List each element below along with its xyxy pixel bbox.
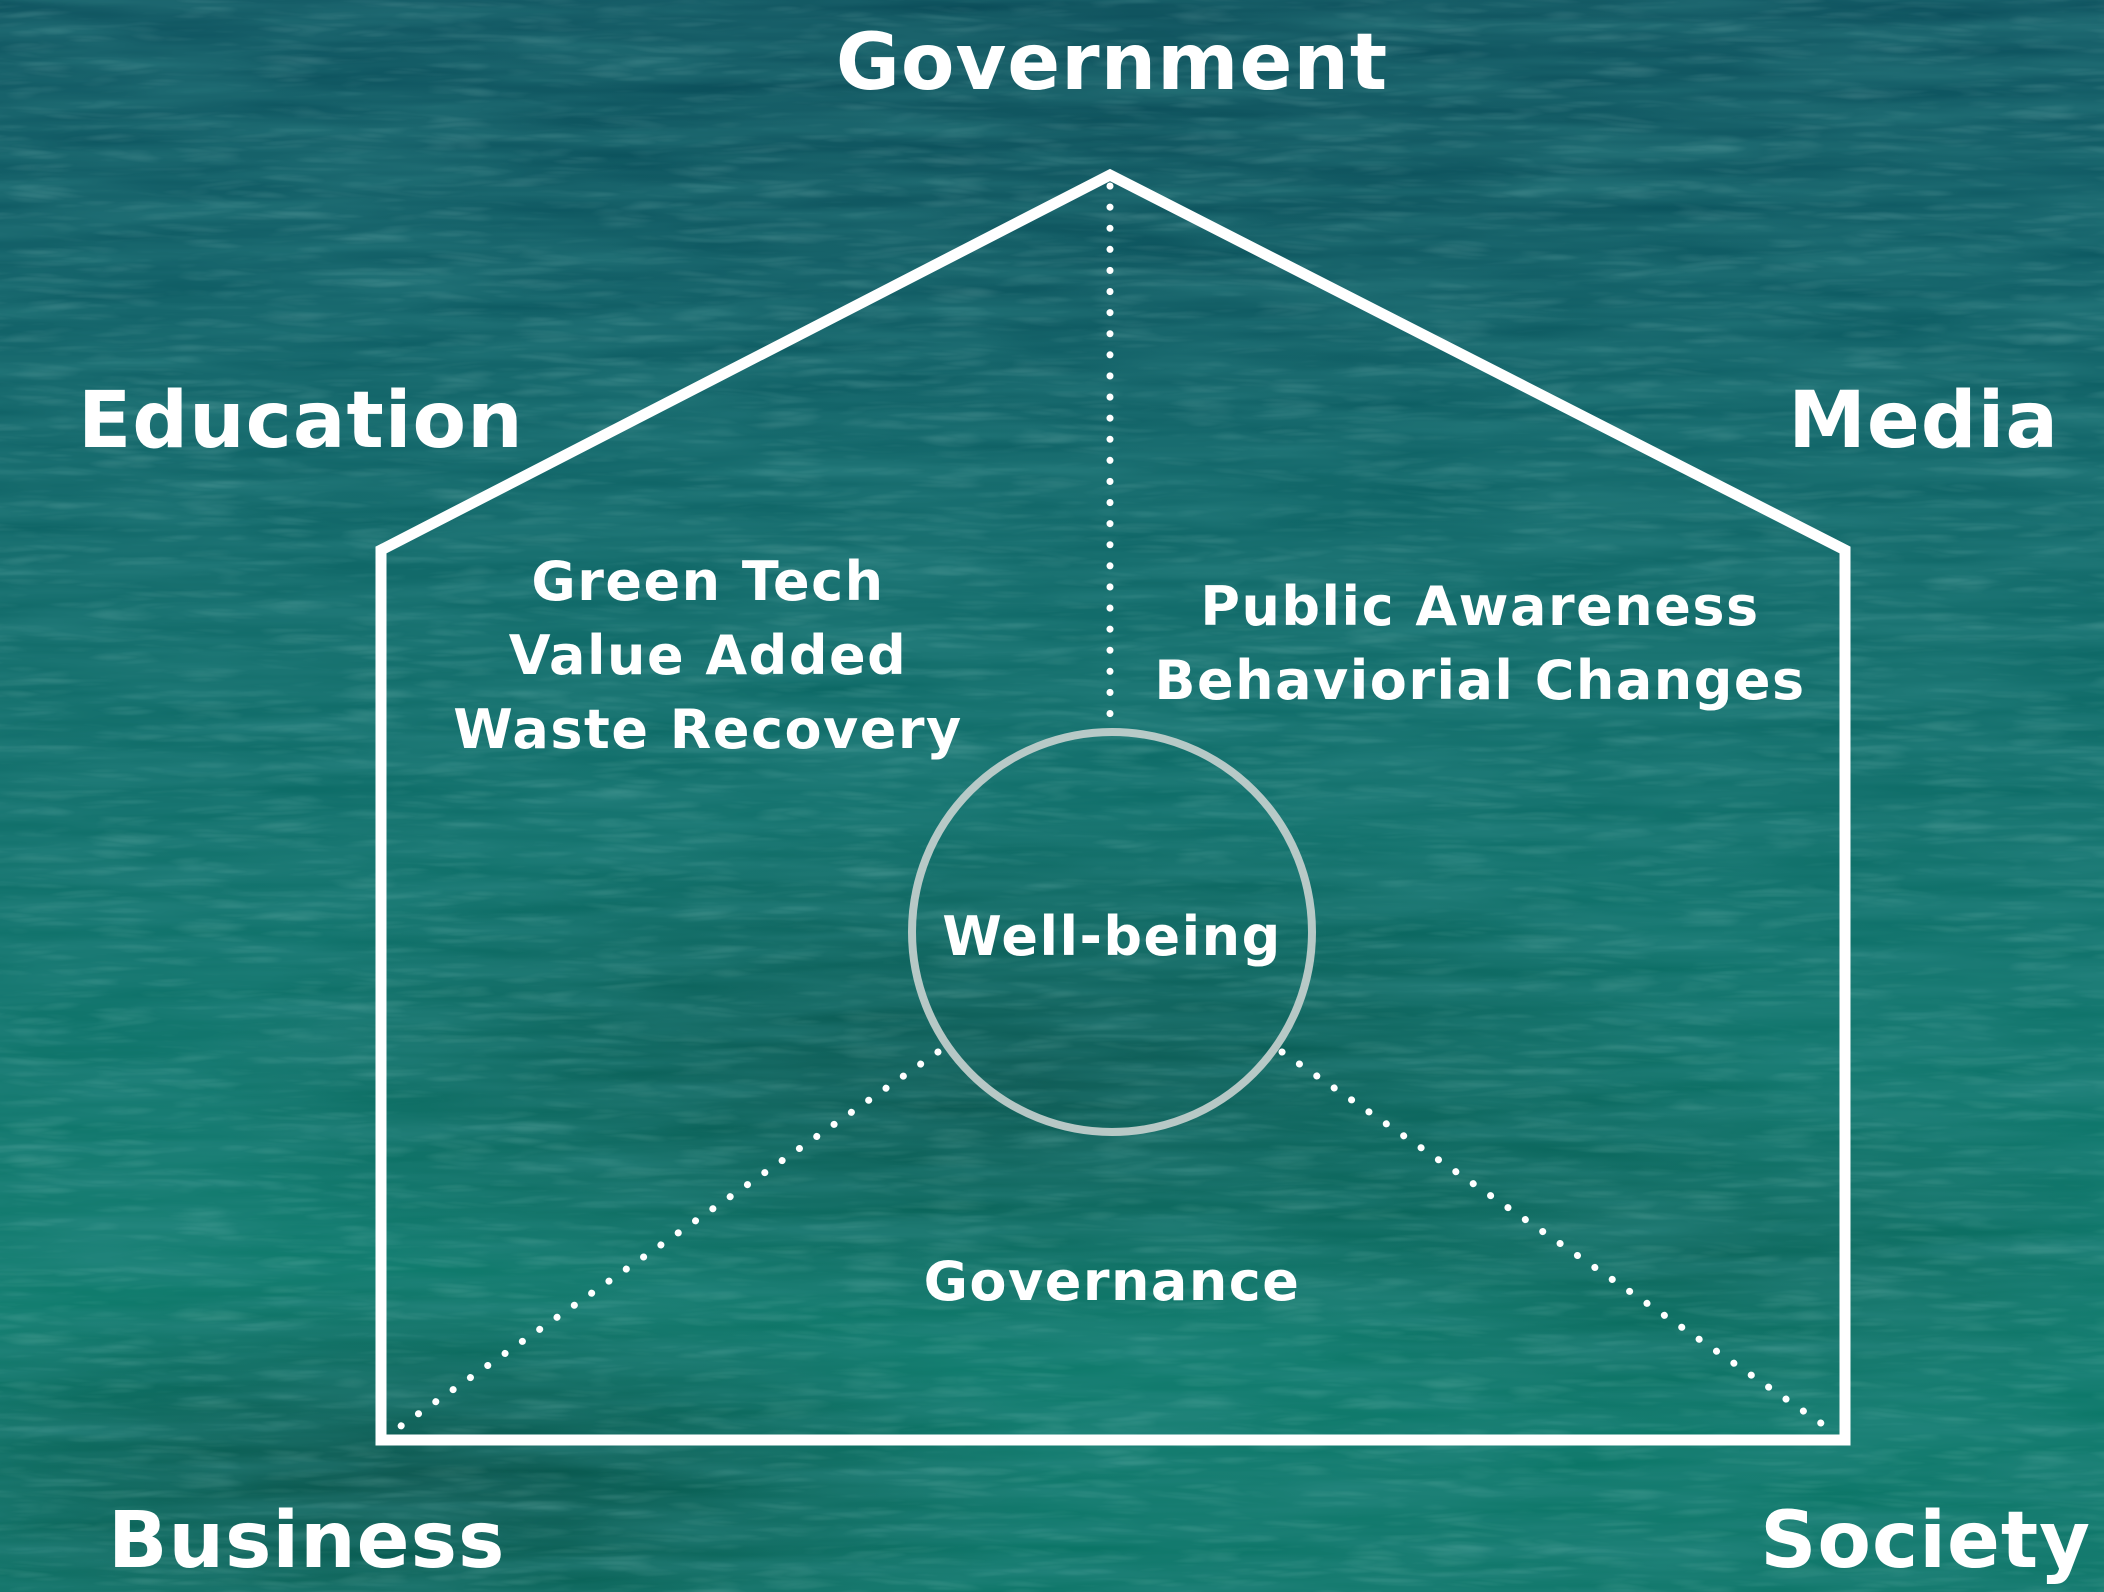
stakeholder-society: Society	[1760, 1496, 2091, 1586]
wellbeing-text: Well-being	[942, 905, 1282, 968]
stakeholder-business: Business	[108, 1496, 506, 1586]
wellbeing-circle	[908, 728, 1316, 1136]
section-right-line: Public Awareness	[1200, 575, 1760, 638]
stakeholder-government: Government	[835, 18, 1389, 108]
section-right-line: Behaviorial Changes	[1154, 649, 1806, 712]
stakeholder-education: Education	[78, 376, 524, 466]
house-outline	[375, 168, 1851, 1446]
governance-text: Governance	[923, 1250, 1301, 1313]
section-left-line: Value Added	[508, 624, 908, 687]
stakeholder-media: Media	[1788, 376, 2059, 466]
divider-lower-left	[394, 1048, 942, 1432]
section-left-line: Green Tech	[531, 550, 885, 613]
section-left-line: Waste Recovery	[453, 698, 963, 761]
divider-lower-right	[1278, 1048, 1832, 1432]
